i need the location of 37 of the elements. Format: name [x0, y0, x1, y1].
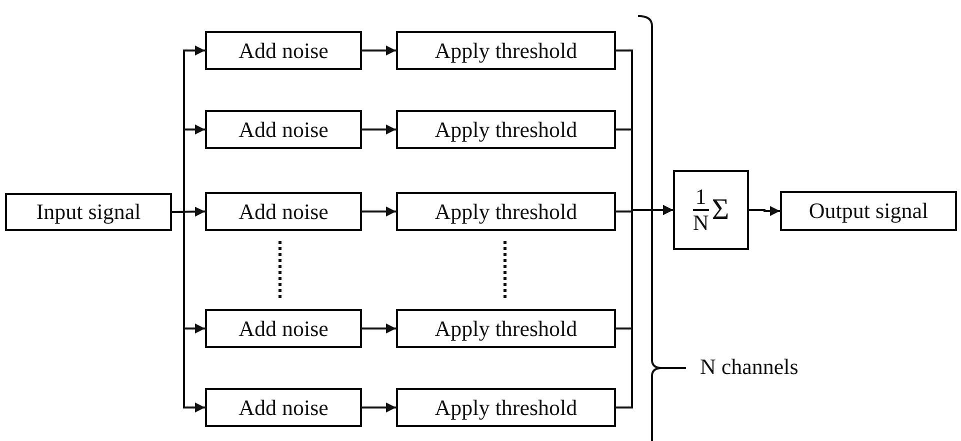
- numerator: 1: [695, 185, 706, 210]
- sum-symbol: Σ: [712, 193, 730, 227]
- brace-label: N channels: [700, 354, 798, 380]
- process-box: [396, 388, 616, 427]
- process-box: [205, 31, 362, 70]
- process-box: [5, 193, 172, 231]
- arrow: [362, 402, 396, 412]
- arrow: [362, 324, 396, 334]
- process-box: [396, 309, 616, 348]
- node-label: Add noise: [238, 316, 328, 342]
- arrow: [362, 46, 396, 56]
- node-label: Apply threshold: [434, 38, 578, 64]
- node-label: Add noise: [238, 38, 328, 64]
- node-label: Add noise: [238, 198, 328, 224]
- summation-box: [673, 170, 749, 250]
- node-label: Output signal: [808, 198, 928, 224]
- arrow: [749, 206, 780, 216]
- process-box: [396, 192, 616, 231]
- node-label: Add noise: [238, 116, 328, 142]
- process-box: [780, 191, 957, 231]
- node-label: Apply threshold: [434, 116, 578, 142]
- denominator: N: [692, 210, 709, 235]
- arrow: [362, 206, 396, 216]
- node-label: Apply threshold: [434, 316, 578, 342]
- arrow: [172, 211, 205, 412]
- process-box: [396, 110, 616, 149]
- process-box: [396, 31, 616, 70]
- arrow: [362, 124, 396, 134]
- arrow: [616, 205, 673, 408]
- node-label: Input signal: [36, 199, 141, 225]
- process-box: [205, 110, 362, 149]
- node-label: Add noise: [238, 394, 328, 420]
- node-label: Apply threshold: [434, 198, 578, 224]
- process-box: [205, 388, 362, 427]
- process-box: [205, 192, 362, 231]
- process-box: [205, 309, 362, 348]
- node-label: Apply threshold: [434, 394, 578, 420]
